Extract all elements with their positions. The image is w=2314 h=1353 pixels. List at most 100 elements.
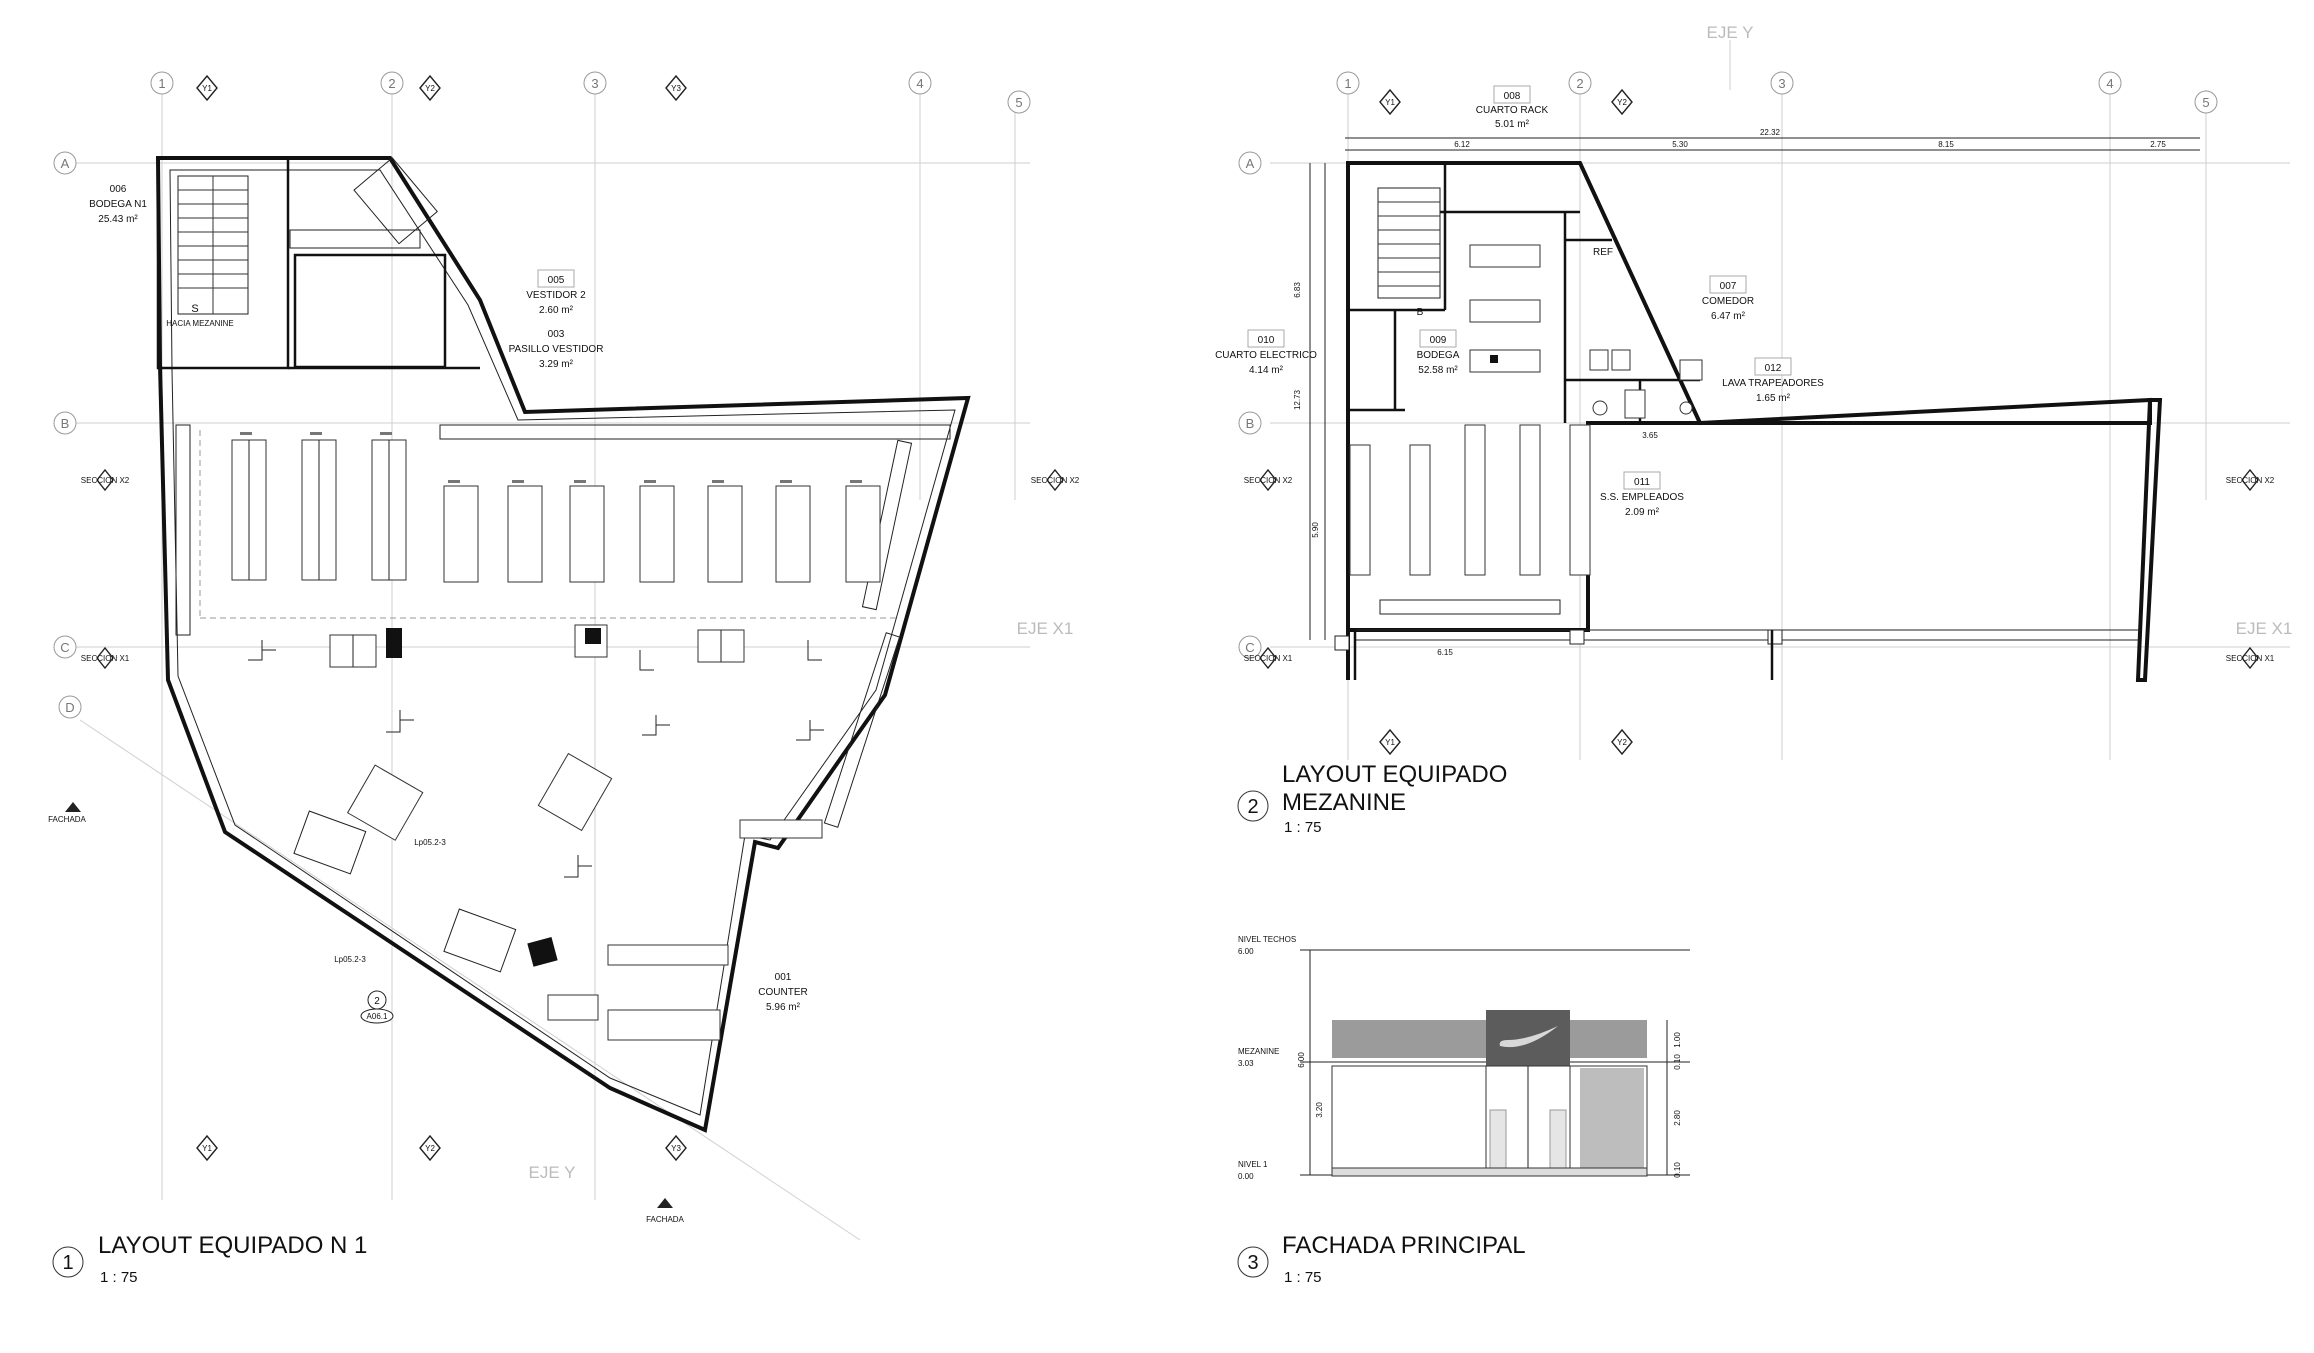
room-010-name: CUARTO ELECTRICO: [1215, 350, 1317, 361]
facade-title: FACHADA PRINCIPAL: [1282, 1232, 1526, 1259]
svg-text:0.10: 0.10: [1673, 1162, 1682, 1178]
facade-level-labels: NIVEL TECHOS 6.00 MEZANINE 3.03 NIVEL 1 …: [1238, 935, 1296, 1181]
mezz-marker-y1-top: Y1: [1379, 88, 1401, 116]
mezz-marker-x2-left: SECCION X2: [1244, 468, 1293, 492]
ground-floor-title-block: 1 LAYOUT EQUIPADO N 1 1 : 75: [52, 1232, 367, 1286]
mezz-grid-row-c: C: [1245, 640, 1254, 655]
mezzanine-title-block: 2 LAYOUT EQUIPADO MEZANINE 1 : 75: [1237, 761, 1507, 836]
display-crates: [346, 752, 613, 841]
section-marker-y2-bottom: Y2: [419, 1134, 441, 1162]
svg-text:S: S: [191, 303, 198, 315]
svg-text:5.30: 5.30: [1672, 140, 1688, 149]
svg-text:SECCION X2: SECCION X2: [2226, 476, 2275, 485]
room-010-area: 4.14 m²: [1249, 365, 1284, 376]
ground-floor-room-labels: 006 BODEGA N1 25.43 m² 005 VESTIDOR 2 2.…: [89, 184, 808, 1013]
ground-floor-outer-wall: [155, 156, 971, 1133]
mezz-marker-x2-right: SECCION X2: [2226, 468, 2275, 492]
svg-text:SECCION X1: SECCION X1: [1244, 654, 1293, 663]
room-012-number: 012: [1765, 363, 1782, 374]
mezz-grid-col-3: 3: [1778, 76, 1785, 91]
room-009-name: BODEGA: [1417, 350, 1460, 361]
bodega-n1-walls: [156, 156, 290, 370]
floor-fixtures: [248, 624, 824, 1041]
svg-text:22.32: 22.32: [1760, 128, 1781, 137]
ground-floor-grid: [75, 90, 1030, 1241]
svg-text:Y2: Y2: [1617, 98, 1627, 107]
room-008-name: CUARTO RACK: [1476, 105, 1549, 116]
svg-text:12.73: 12.73: [1293, 389, 1302, 410]
svg-text:Y1: Y1: [202, 84, 212, 93]
room-006-name: BODEGA N1: [89, 199, 147, 210]
svg-text:6.83: 6.83: [1293, 282, 1302, 298]
grid-col-3: 3: [591, 76, 598, 91]
room-009-number: 009: [1430, 335, 1447, 346]
mezz-marker-y2-top: Y2: [1611, 88, 1633, 116]
ground-floor-section-markers: Y1 Y2 Y3 Y1 Y2 Y3 SECCION X2 SECCION X2 …: [48, 74, 1080, 1224]
svg-text:Y3: Y3: [671, 84, 681, 93]
mezz-grid-row-a: A: [1246, 156, 1255, 171]
svg-text:SECCION X2: SECCION X2: [81, 476, 130, 485]
display-tables: [231, 439, 881, 583]
ground-floor-scale: 1 : 75: [100, 1269, 138, 1286]
mezz-room-labels: 008 CUARTO RACK 5.01 m² 007 COMEDOR 6.47…: [1215, 85, 1824, 518]
mezz-grid-col-2: 2: [1576, 76, 1583, 91]
fachada-marker-left: FACHADA: [48, 802, 87, 824]
mezz-grid-col-1: 1: [1344, 76, 1351, 91]
mezz-racks: [1349, 244, 1591, 615]
ground-floor-title: LAYOUT EQUIPADO N 1: [98, 1232, 367, 1259]
mezz-marker-x1-left: SECCION X1: [1244, 646, 1293, 670]
level-mezanine-name: MEZANINE: [1238, 1047, 1279, 1056]
room-010-number: 010: [1258, 335, 1275, 346]
room-008-area: 5.01 m²: [1495, 119, 1530, 130]
grid-row-b: B: [61, 416, 70, 431]
grid-row-a: A: [61, 156, 70, 171]
room-011-number: 011: [1634, 477, 1650, 488]
svg-text:B: B: [1417, 307, 1424, 318]
axis-label-eje-y-ground: EJE Y: [529, 1163, 576, 1182]
svg-text:5.90: 5.90: [1311, 522, 1320, 538]
svg-text:3.20: 3.20: [1315, 1102, 1324, 1118]
svg-text:Y2: Y2: [425, 84, 435, 93]
grid-col-4: 4: [916, 76, 923, 91]
ground-floor-plan: S HACIA MEZANINE: [89, 156, 971, 1133]
section-marker-y1-bottom: Y1: [196, 1134, 218, 1162]
svg-text:SECCION X1: SECCION X1: [81, 654, 130, 663]
room-005-area: 2.60 m²: [539, 305, 574, 316]
svg-text:0.10: 0.10: [1673, 1054, 1682, 1070]
facade-title-block: 3 FACHADA PRINCIPAL 1 : 75: [1237, 1232, 1526, 1286]
room-003-number: 003: [548, 329, 565, 340]
room-001-area: 5.96 m²: [766, 1002, 801, 1013]
room-007-area: 6.47 m²: [1711, 311, 1746, 322]
section-marker-y2-top: Y2: [419, 74, 441, 102]
svg-text:FACHADA: FACHADA: [48, 815, 86, 824]
small-fixture-labels: [240, 432, 862, 483]
room-007-number: 007: [1720, 281, 1737, 292]
axis-label-eje-x1-mezz: EJE X1: [2236, 619, 2293, 638]
section-marker-y3-bottom: Y3: [665, 1134, 687, 1162]
section-marker-y1-top: Y1: [196, 74, 218, 102]
svg-text:SECCION X2: SECCION X2: [1244, 476, 1293, 485]
section-marker-x2-left: SECCION X2: [81, 468, 130, 492]
svg-text:2: 2: [374, 996, 380, 1007]
level-1-name: NIVEL 1: [1238, 1160, 1268, 1169]
vestidor-block-walls: [293, 253, 447, 369]
level-techos-name: NIVEL TECHOS: [1238, 935, 1296, 944]
room-003-area: 3.29 m²: [539, 359, 574, 370]
svg-text:Y1: Y1: [1385, 738, 1395, 747]
room-011-name: S.S. EMPLEADOS: [1600, 492, 1684, 503]
grid-col-1: 1: [158, 76, 165, 91]
lp-tag-a: Lp05.2-3: [414, 838, 446, 847]
grid-col-2: 2: [388, 76, 395, 91]
room-001-name: COUNTER: [758, 987, 807, 998]
mezz-marker-y2-bottom: Y2: [1611, 728, 1633, 756]
mezz-grid-col-4: 4: [2106, 76, 2113, 91]
svg-text:Y1: Y1: [202, 1144, 212, 1153]
room-001-number: 001: [775, 972, 792, 983]
stair-ground: S: [177, 175, 249, 315]
facade-scale: 1 : 75: [1284, 1269, 1322, 1286]
svg-text:3.65: 3.65: [1642, 431, 1658, 440]
facade-elevation: NIVEL TECHOS 6.00 MEZANINE 3.03 NIVEL 1 …: [1238, 935, 1690, 1181]
mezzanine-title-line1: LAYOUT EQUIPADO: [1282, 761, 1507, 788]
svg-text:SECCION X2: SECCION X2: [1031, 476, 1080, 485]
